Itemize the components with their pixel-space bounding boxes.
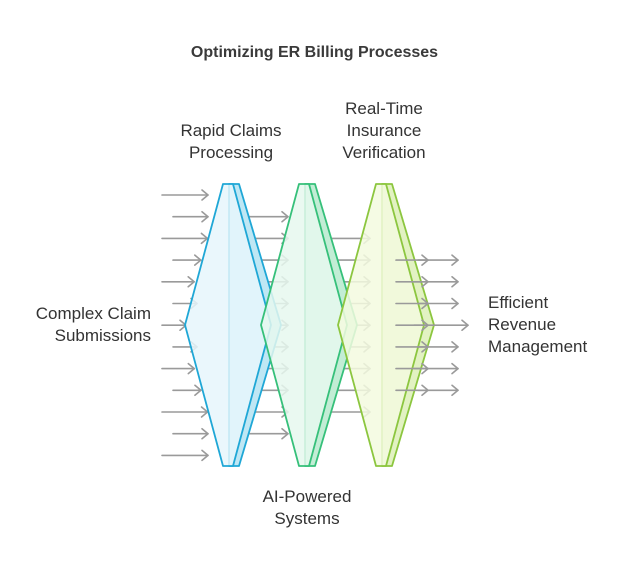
input-arrow — [161, 406, 209, 418]
output-arrow — [417, 341, 459, 353]
input-arrow — [161, 449, 209, 462]
input-arrow — [172, 210, 209, 223]
filter-label-real-time-verification-line3: Verification — [342, 143, 426, 162]
input-arrow — [172, 254, 202, 266]
output-label-line2: Revenue — [488, 315, 557, 334]
output-arrow — [413, 362, 459, 375]
between-arrow-1 — [247, 210, 289, 223]
input-label-line2: Submissions — [54, 326, 151, 345]
filter-label-ai-powered-line2: Systems — [274, 509, 340, 528]
input-arrow — [172, 427, 209, 440]
filter-label-ai-powered: AI-Powered Systems — [232, 486, 382, 530]
filter-label-rapid-claims-line2: Processing — [188, 143, 274, 162]
input-arrow — [161, 232, 209, 245]
filter-label-real-time-verification: Real-Time Insurance Verification — [309, 98, 459, 164]
input-arrow — [172, 384, 202, 397]
output-label: Efficient Revenue Management — [488, 292, 623, 358]
filter-rapid-claims — [184, 183, 282, 467]
output-arrow — [417, 254, 459, 266]
output-arrow — [417, 297, 459, 310]
filter-label-real-time-verification-line1: Real-Time — [345, 99, 423, 118]
filter-label-rapid-claims: Rapid Claims Processing — [156, 120, 306, 164]
output-label-line3: Management — [488, 337, 588, 356]
output-arrow — [417, 384, 459, 397]
output-arrows — [395, 254, 469, 397]
output-arrow — [413, 275, 459, 288]
output-arrow — [413, 319, 469, 332]
output-label-line1: Efficient — [488, 293, 549, 312]
input-arrow — [161, 275, 195, 288]
input-arrow — [161, 319, 187, 332]
diagram-title: Optimizing ER Billing Processes — [190, 44, 439, 61]
filter-label-real-time-verification-line2: Insurance — [346, 121, 422, 140]
filter-ai-powered — [260, 183, 358, 467]
input-arrow — [161, 362, 196, 375]
filter-label-ai-powered-line1: AI-Powered — [262, 487, 352, 506]
input-label: Complex Claim Submissions — [10, 303, 151, 347]
input-label-line1: Complex Claim — [35, 304, 151, 323]
between-arrow-1 — [247, 427, 289, 440]
filter-label-rapid-claims-line1: Rapid Claims — [180, 121, 282, 140]
input-arrow — [161, 189, 209, 201]
